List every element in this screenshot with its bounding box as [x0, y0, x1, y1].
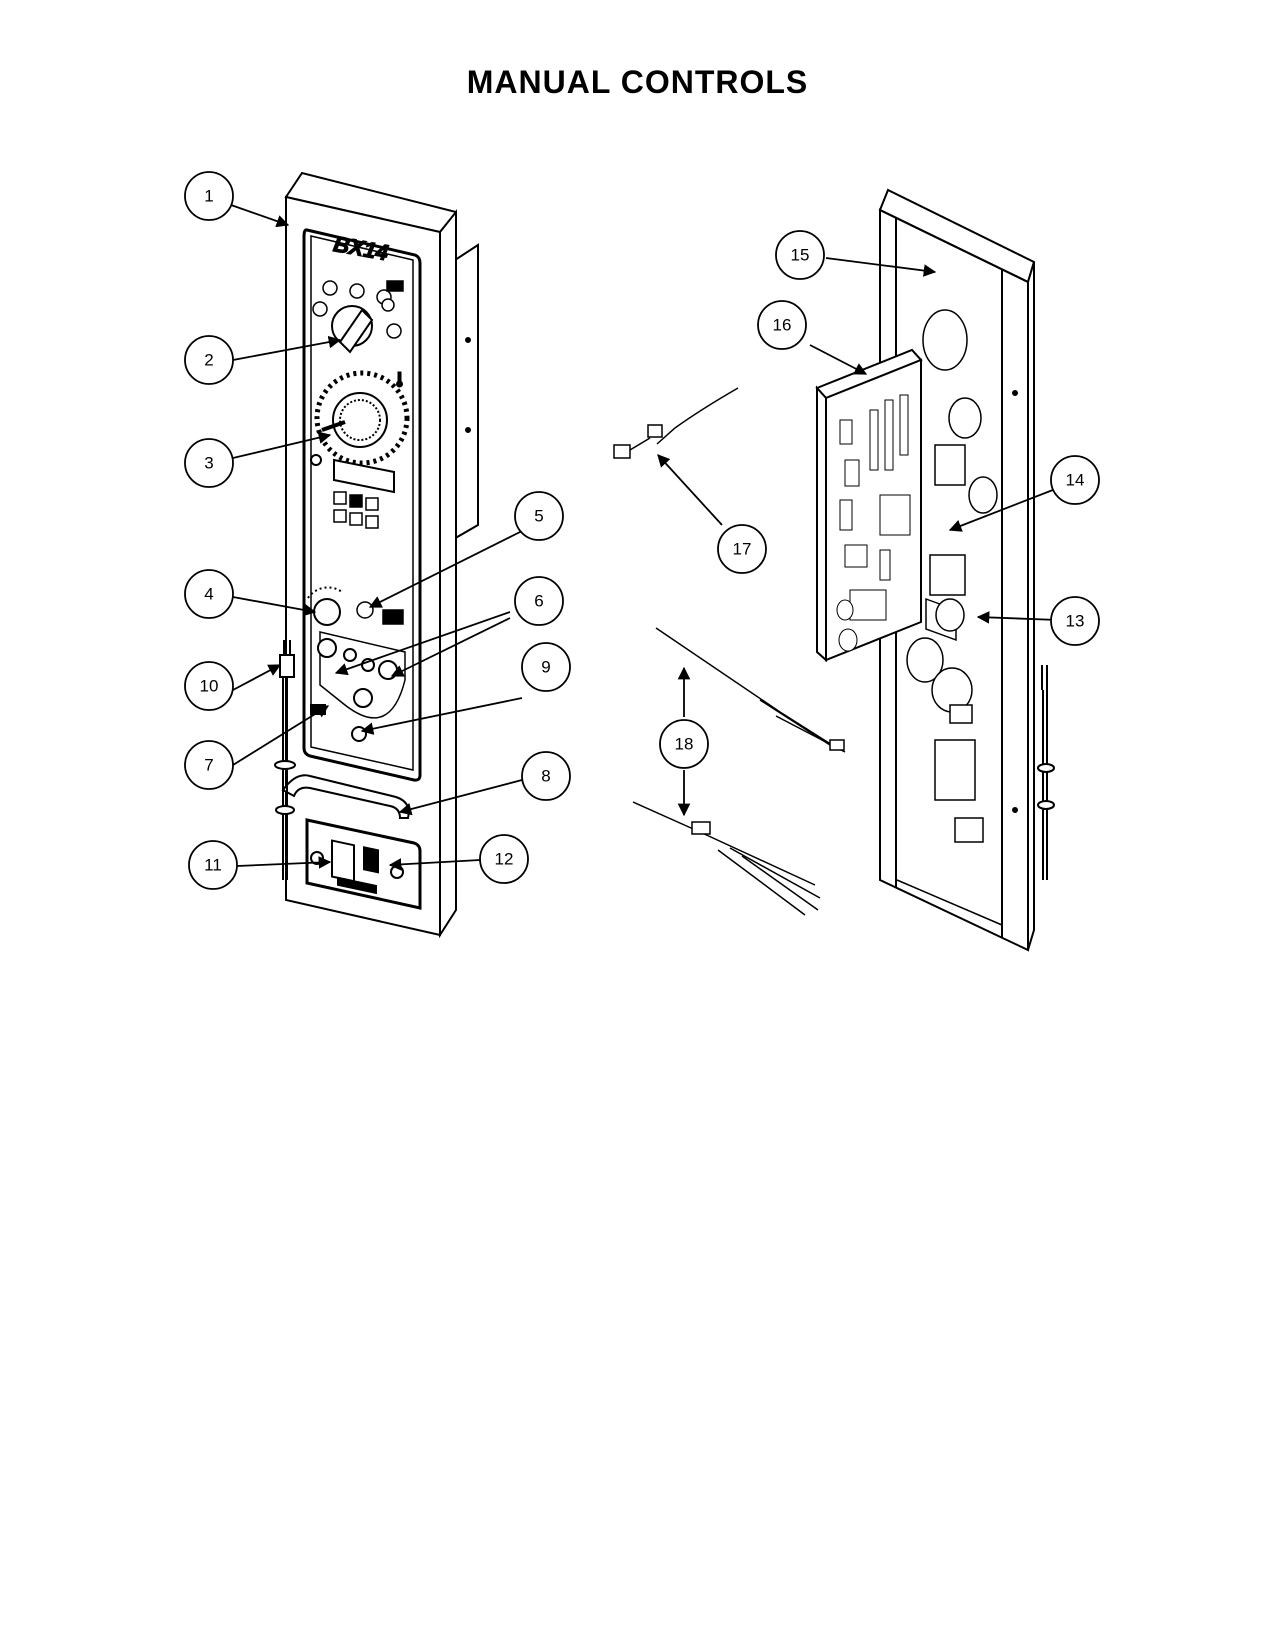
rear-probe — [1037, 665, 1055, 880]
svg-text:18: 18 — [675, 735, 694, 754]
callout-5: 5 — [514, 491, 564, 541]
svg-text:15: 15 — [791, 246, 810, 265]
page-title: MANUAL CONTROLS — [466, 64, 809, 100]
callout-4: 4 — [184, 569, 234, 619]
mode-icons — [312, 280, 404, 339]
harness-18-upper — [655, 627, 846, 753]
callout-leaders — [230, 204, 1059, 871]
callout-6: 6 — [514, 576, 564, 626]
svg-text:7: 7 — [204, 756, 213, 775]
callout-9: 9 — [521, 642, 571, 692]
callout-14: 14 — [1050, 455, 1100, 505]
harness-18-lower — [632, 801, 821, 916]
svg-text:1: 1 — [204, 187, 213, 206]
temperature-dial[interactable] — [314, 370, 410, 466]
rear-housing — [878, 188, 1036, 952]
callout-2: 2 — [184, 335, 234, 385]
svg-text:5: 5 — [534, 507, 543, 526]
svg-text:13: 13 — [1066, 612, 1085, 631]
svg-text:10: 10 — [200, 677, 219, 696]
callout-17: 17 — [717, 524, 767, 574]
callout-8: 8 — [521, 751, 571, 801]
svg-text:17: 17 — [733, 540, 752, 559]
front-control-panel — [284, 171, 479, 939]
svg-text:12: 12 — [495, 850, 514, 869]
callout-18: 18 — [659, 719, 709, 769]
mode-selector-knob[interactable] — [331, 305, 374, 354]
callout-15: 15 — [775, 230, 825, 280]
thermometer-icon — [396, 371, 403, 388]
control-board — [815, 348, 923, 663]
callout-13: 13 — [1050, 596, 1100, 646]
internal-components — [896, 309, 1003, 926]
probe-connector — [274, 640, 296, 880]
callout-1: 1 — [184, 171, 234, 221]
door-handle[interactable] — [281, 774, 410, 819]
svg-text:16: 16 — [773, 316, 792, 335]
callout-10: 10 — [184, 661, 234, 711]
svg-text:3: 3 — [204, 454, 213, 473]
svg-text:6: 6 — [534, 592, 543, 611]
callout-3: 3 — [184, 438, 234, 488]
svg-text:2: 2 — [204, 351, 213, 370]
svg-text:11: 11 — [204, 856, 222, 875]
svg-text:14: 14 — [1066, 471, 1085, 490]
svg-text:8: 8 — [541, 767, 550, 786]
harness-17 — [613, 387, 739, 459]
callout-16: 16 — [757, 300, 807, 350]
callouts: 1 2 3 4 5 6 7 8 9 10 11 12 13 14 15 16 1… — [184, 171, 1100, 890]
callout-12: 12 — [479, 834, 529, 884]
svg-text:4: 4 — [204, 585, 213, 604]
callout-11: 11 — [188, 840, 238, 890]
timer-display — [310, 454, 395, 494]
control-buttons[interactable] — [333, 491, 379, 529]
svg-text:9: 9 — [541, 658, 550, 677]
callout-7: 7 — [184, 740, 234, 790]
